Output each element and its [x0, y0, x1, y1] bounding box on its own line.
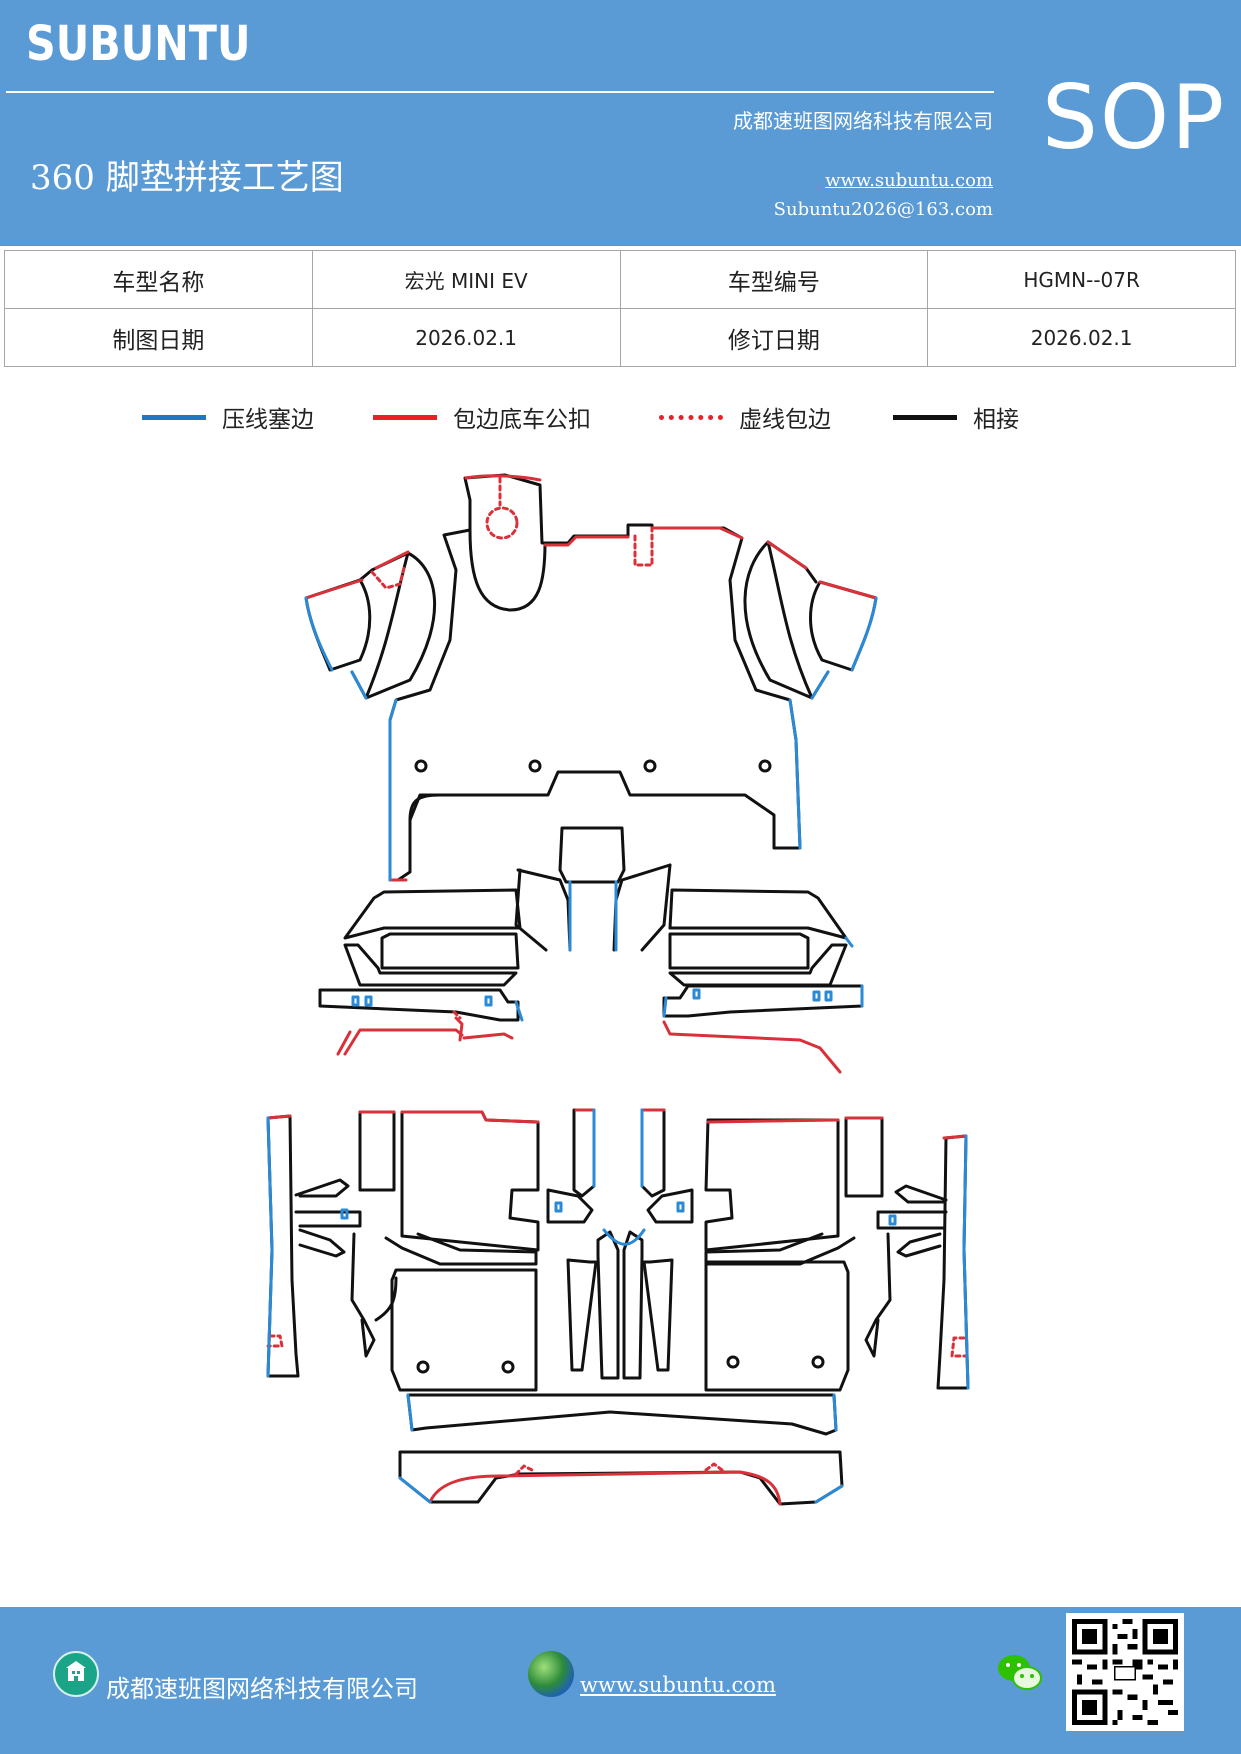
header-divider: [6, 91, 994, 93]
header-email: Subuntu2026@163.com: [773, 199, 993, 220]
legend-label: 相接: [973, 407, 1019, 433]
table-row: 车型名称 宏光 MINI EV 车型编号 HGMN--07R: [4, 250, 1236, 309]
legend-item-edge-wrap: 包边底车公扣: [373, 400, 591, 434]
sop-badge: SOP: [1042, 66, 1227, 169]
footer-website-link[interactable]: www.subuntu.com: [580, 1673, 776, 1697]
building-icon: [53, 1651, 99, 1697]
legend-label: 包边底车公扣: [453, 407, 591, 433]
legend-item-joined: 相接: [893, 400, 1019, 434]
legend-item-dashed-wrap: 虚线包边: [659, 400, 831, 434]
brand-logo-text: SUBUNTU: [26, 16, 251, 72]
legend-swatch-red-dotted: [659, 414, 723, 420]
footer-banner: 成都速班图网络科技有限公司 www.subuntu.com: [0, 1607, 1241, 1754]
footer-company-name: 成都速班图网络科技有限公司: [106, 1675, 418, 1703]
legend-item-press-line: 压线塞边: [142, 400, 314, 434]
mat-edge-blue: [266, 596, 970, 1504]
draw-date-value: 2026.02.1: [311, 308, 621, 367]
revision-date-value: 2026.02.1: [927, 308, 1236, 367]
legend-swatch-blue: [142, 414, 206, 420]
legend-swatch-red: [373, 414, 437, 420]
mat-edge-red: [266, 474, 968, 1506]
mat-edge-red-dotted: [266, 476, 968, 1476]
legend-label: 虚线包边: [739, 407, 831, 433]
qr-code: [1066, 1613, 1184, 1731]
wechat-icon[interactable]: [996, 1651, 1044, 1695]
legend: 压线塞边 包边底车公扣 虚线包边 相接: [0, 400, 1241, 440]
header-banner: SUBUNTU 成都速班图网络科技有限公司 360 脚垫拼接工艺图 www.su…: [0, 0, 1241, 246]
header-website-link[interactable]: www.subuntu.com: [825, 170, 993, 191]
draw-date-label: 制图日期: [4, 308, 313, 367]
model-name-value: 宏光 MINI EV: [311, 250, 621, 309]
revision-date-label: 修订日期: [619, 308, 929, 367]
model-code-value: HGMN--07R: [927, 250, 1236, 309]
header-company-name: 成都速班图网络科技有限公司: [733, 109, 993, 133]
table-row: 制图日期 2026.02.1 修订日期 2026.02.1: [4, 308, 1236, 367]
model-name-label: 车型名称: [4, 250, 313, 309]
vehicle-info-table: 车型名称 宏光 MINI EV 车型编号 HGMN--07R 制图日期 2026…: [4, 250, 1236, 367]
model-code-label: 车型编号: [619, 250, 929, 309]
legend-label: 压线塞边: [222, 407, 314, 433]
legend-swatch-black: [893, 414, 957, 420]
page-title: 360 脚垫拼接工艺图: [30, 158, 344, 198]
globe-icon: [528, 1651, 574, 1697]
floor-mat-diagram: [266, 473, 970, 1506]
